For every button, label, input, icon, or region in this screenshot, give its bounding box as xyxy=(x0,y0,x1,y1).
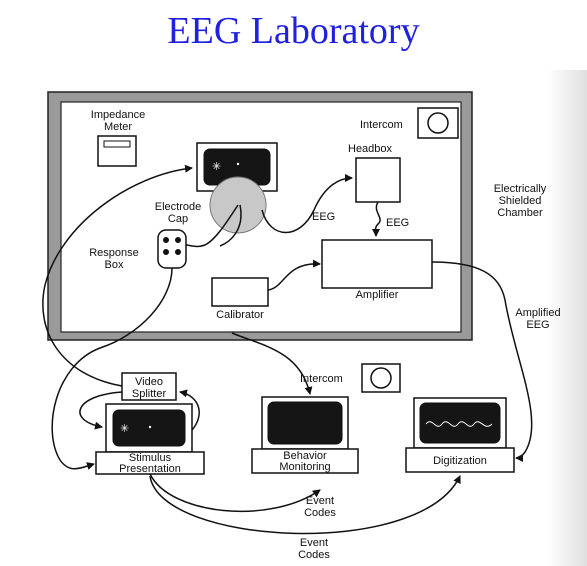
svg-text:Event: Event xyxy=(300,537,328,549)
response-box-to-stimulus-line xyxy=(51,267,173,470)
chamber-label: Electrically Shielded Chamber xyxy=(494,183,547,219)
intercom-chamber-label: Intercom xyxy=(360,119,403,131)
event-codes-lower-line xyxy=(149,475,461,535)
impedance-meter: Impedance Meter xyxy=(91,109,145,167)
svg-text:Behavior: Behavior xyxy=(283,450,327,462)
svg-text:Monitoring: Monitoring xyxy=(279,461,330,473)
page-edge-shadow xyxy=(547,70,587,566)
electrode-cap: Electrode Cap xyxy=(155,176,267,248)
impedance-meter-label: Meter xyxy=(104,121,132,133)
page-title: EEG Laboratory xyxy=(167,10,420,52)
svg-text:Video: Video xyxy=(135,376,163,388)
intercom-outside: Intercom xyxy=(300,363,401,393)
electrode-cap-label: Electrode xyxy=(155,201,201,213)
svg-text:Event: Event xyxy=(306,495,334,507)
svg-text:Digitization: Digitization xyxy=(433,455,487,467)
stimulus-presentation: ✳ Stimulus Presentation xyxy=(95,403,205,475)
eeg-cap-to-headbox-line xyxy=(261,174,353,234)
splitter-to-stimulus-line xyxy=(79,391,123,430)
video-splitter: Video Splitter xyxy=(121,372,177,401)
intercom-outside-label: Intercom xyxy=(300,373,343,385)
response-box-label: Box xyxy=(105,259,124,271)
amplified-eeg-label: Amplified xyxy=(515,307,560,319)
headbox-label: Headbox xyxy=(348,143,393,155)
amplifier: Amplifier xyxy=(321,239,433,301)
svg-text:Codes: Codes xyxy=(298,549,330,561)
response-box-label: Response xyxy=(89,247,139,259)
intercom-chamber: Intercom xyxy=(360,107,459,139)
calibrator-to-amplifier-line xyxy=(267,259,321,291)
svg-text:Chamber: Chamber xyxy=(497,207,543,219)
amplifier-label: Amplifier xyxy=(356,289,399,301)
svg-text:Stimulus: Stimulus xyxy=(129,452,172,464)
svg-text:Codes: Codes xyxy=(304,507,336,519)
response-box: Response Box xyxy=(89,229,187,271)
headbox: Headbox xyxy=(348,143,401,203)
svg-text:Splitter: Splitter xyxy=(132,388,167,400)
svg-text:Shielded: Shielded xyxy=(499,195,542,207)
svg-text:Electrically: Electrically xyxy=(494,183,547,195)
behavior-monitoring: Behavior Monitoring xyxy=(251,396,359,474)
stimulus-to-splitter-line xyxy=(179,389,200,431)
eeg-label-left: EEG xyxy=(312,211,335,223)
amplified-eeg-label: EEG xyxy=(526,319,549,331)
amplified-eeg-line xyxy=(431,261,533,462)
splitter-to-monitor-line xyxy=(42,164,193,387)
electrode-cap-label: Cap xyxy=(168,213,188,225)
calibrator: Calibrator xyxy=(211,277,269,321)
event-codes-upper-line xyxy=(149,473,321,513)
stimulus-icon: ✳ xyxy=(212,160,221,173)
eeg-headbox-to-amplifier-line xyxy=(371,201,381,237)
digitization: Digitization xyxy=(405,397,515,473)
calibrator-label: Calibrator xyxy=(216,309,264,321)
stimulus-icon: ✳ xyxy=(120,422,129,435)
impedance-meter-label: Impedance xyxy=(91,109,145,121)
svg-text:Presentation: Presentation xyxy=(119,463,181,475)
chamber-to-behavior-line xyxy=(231,332,313,395)
eeg-label-right: EEG xyxy=(386,217,409,229)
